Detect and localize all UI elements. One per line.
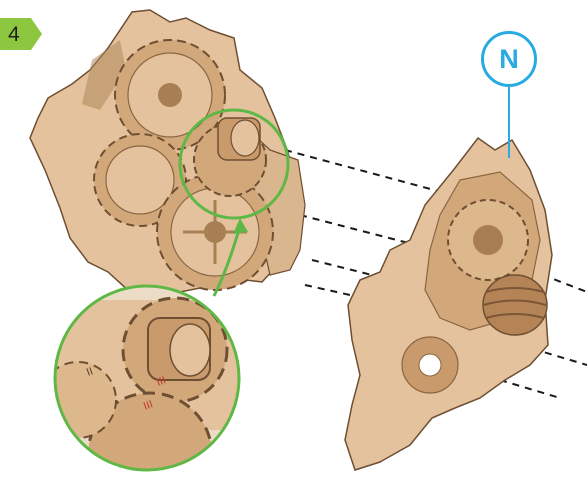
alignment-guide-line bbox=[300, 215, 420, 246]
step-badge-shape bbox=[0, 18, 42, 50]
zoom-drum-cap bbox=[170, 324, 210, 376]
gear-assembly bbox=[30, 10, 305, 296]
zoom-detail-content: II III III bbox=[40, 286, 250, 494]
upper-gear-hub bbox=[158, 83, 182, 107]
drum-end-cap bbox=[231, 120, 259, 156]
panel-disc-hole bbox=[419, 354, 441, 376]
panel-drum bbox=[483, 275, 547, 335]
alignment-guide-line bbox=[500, 380, 560, 398]
panel-wheel-hub bbox=[473, 225, 503, 255]
part-callout: N bbox=[481, 31, 537, 87]
step-badge: 4 bbox=[0, 18, 42, 50]
front-panel-assembly bbox=[345, 138, 552, 470]
zoom-gear-left bbox=[40, 362, 116, 438]
part-callout-letter: N bbox=[499, 44, 519, 75]
step-number: 4 bbox=[8, 23, 20, 47]
